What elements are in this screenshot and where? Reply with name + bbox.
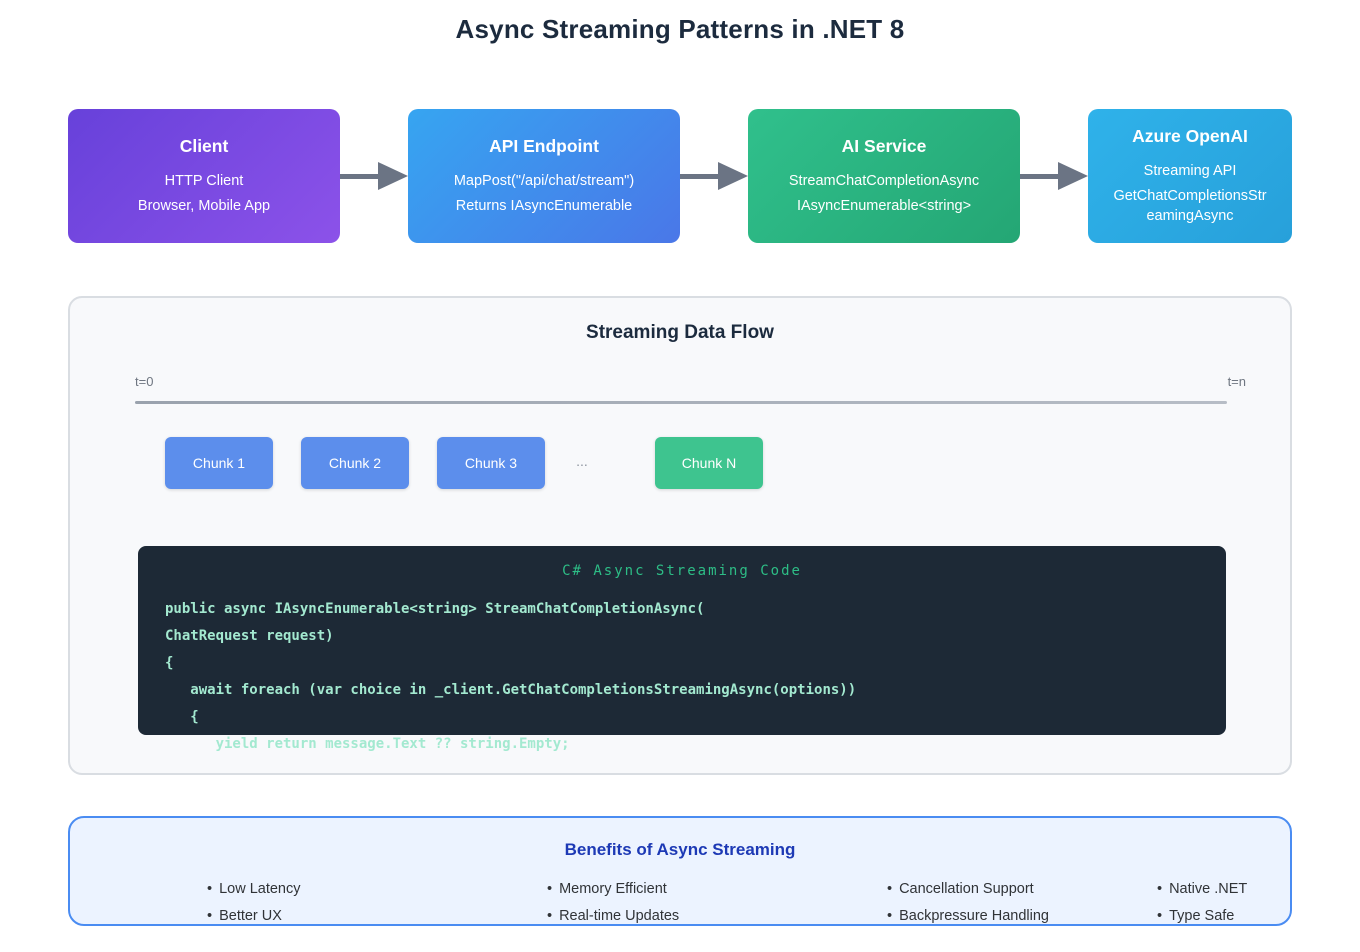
code-line: { (165, 709, 199, 725)
code-block: C# Async Streaming Code public async IAs… (138, 546, 1226, 752)
flow-arrow-icon (680, 161, 748, 191)
chunk-box: Chunk 1 (165, 437, 273, 489)
flow-arrow-icon (340, 161, 408, 191)
code-line: ChatRequest request) (165, 628, 334, 644)
benefit-item: • Low Latency (207, 876, 301, 903)
code-line: await foreach (var choice in _client.Get… (165, 682, 857, 698)
bullet-icon: • (887, 908, 893, 924)
benefits-column: • Memory Efficient • Real-time Updates (547, 876, 679, 930)
benefit-item: • Backpressure Handling (887, 903, 1049, 930)
arrow-head (718, 162, 748, 190)
code-line: { (165, 655, 174, 671)
benefit-item: • Real-time Updates (547, 903, 679, 930)
timeline-line (135, 401, 1227, 404)
bullet-icon: • (1157, 881, 1163, 897)
node-line: IAsyncEnumerable<string> (796, 198, 972, 214)
arrow-shaft (680, 173, 718, 179)
benefit-label: Low Latency (219, 881, 301, 897)
flow-arrow-icon (1020, 161, 1088, 191)
bullet-icon: • (547, 881, 553, 897)
chunk-ellipsis: ... (576, 453, 588, 469)
flow-node-api-endpoint: API Endpoint MapPost("/api/chat/stream")… (408, 109, 680, 243)
node-line: GetChatCompletionsStreamingAsync (1113, 188, 1267, 224)
benefits-column: • Low Latency • Better UX (207, 876, 301, 930)
chunk-box: Chunk 3 (437, 437, 545, 489)
arrow-shaft (1020, 173, 1058, 179)
chunk-box: Chunk 2 (301, 437, 409, 489)
benefit-item: • Better UX (207, 903, 301, 930)
stream-section-title: Streaming Data Flow (586, 322, 774, 343)
benefit-label: Type Safe (1169, 908, 1235, 924)
bullet-icon: • (207, 881, 213, 897)
benefits-column: • Native .NET • Type Safe (1157, 876, 1247, 930)
bullet-icon: • (207, 908, 213, 924)
node-line: Returns IAsyncEnumerable (455, 198, 633, 214)
code-lines: public async IAsyncEnumerable<string> St… (165, 596, 856, 758)
benefits-card: Benefits of Async Streaming • Low Latency… (68, 816, 1292, 926)
timeline-end-label: t=n (1227, 374, 1246, 389)
benefit-item: • Cancellation Support (887, 876, 1049, 903)
benefit-label: Memory Efficient (559, 881, 667, 897)
node-title: Client (179, 136, 229, 156)
page-title: Async Streaming Patterns in .NET 8 (455, 14, 905, 44)
chunk-box: Chunk N (655, 437, 763, 489)
code-line: yield return message.Text ?? string.Empt… (165, 736, 570, 752)
code-line: public async IAsyncEnumerable<string> St… (165, 601, 705, 617)
benefit-label: Real-time Updates (559, 908, 680, 924)
node-title: API Endpoint (489, 136, 599, 156)
timeline-start-label: t=0 (135, 374, 154, 389)
bullet-icon: • (547, 908, 553, 924)
code-block-title: C# Async Streaming Code (562, 563, 802, 579)
benefit-label: Better UX (219, 908, 282, 924)
node-line: HTTP Client (164, 173, 244, 189)
flow-node-ai-service: AI Service StreamChatCompletionAsync IAs… (748, 109, 1020, 243)
flow-node-client: Client HTTP Client Browser, Mobile App (68, 109, 340, 243)
node-line: MapPost("/api/chat/stream") (453, 173, 635, 189)
flow-node-azure-openai: Azure OpenAI Streaming API GetChatComple… (1088, 109, 1292, 243)
benefits-column: • Cancellation Support • Backpressure Hand… (887, 876, 1049, 930)
arrow-head (1058, 162, 1088, 190)
benefits-title: Benefits of Async Streaming (564, 840, 796, 859)
benefit-item: • Native .NET (1157, 876, 1247, 903)
bullet-icon: • (1157, 908, 1163, 924)
node-line: Streaming API (1143, 163, 1237, 179)
bullet-icon: • (887, 881, 893, 897)
arrow-head (378, 162, 408, 190)
node-title: AI Service (841, 136, 927, 156)
benefit-label: Cancellation Support (899, 881, 1034, 897)
benefit-label: Native .NET (1169, 881, 1248, 897)
node-line: Browser, Mobile App (137, 198, 271, 214)
node-title: Azure OpenAI (1132, 126, 1248, 146)
benefit-label: Backpressure Handling (899, 908, 1049, 924)
benefit-item: • Memory Efficient (547, 876, 679, 903)
node-line: StreamChatCompletionAsync (788, 173, 980, 189)
arrow-shaft (340, 173, 378, 179)
benefit-item: • Type Safe (1157, 903, 1247, 930)
streaming-data-flow-card: Streaming Data Flow t=0 t=n Chunk 1 Chun… (68, 296, 1292, 775)
